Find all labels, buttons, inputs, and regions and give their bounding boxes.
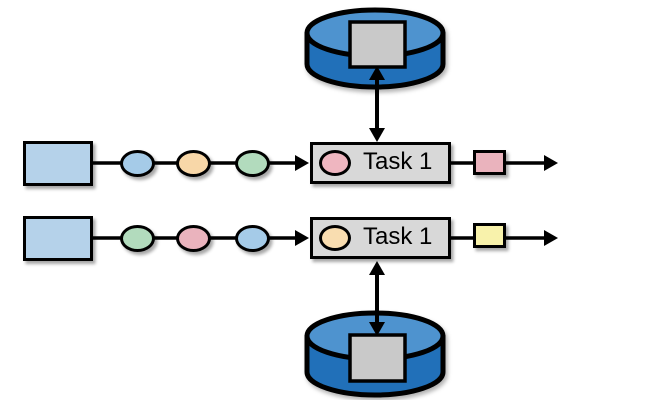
stream-element-2-row1 — [176, 150, 211, 177]
task-box-row1: Task 1 — [310, 142, 451, 184]
source-rectangle-row1 — [23, 141, 93, 186]
output-square-row2 — [473, 223, 506, 248]
source-rectangle-row2 — [23, 216, 93, 261]
arrowhead-output-row2 — [544, 230, 558, 246]
arrowhead-into-task1 — [295, 155, 309, 171]
stream-element-1-row2 — [120, 225, 155, 252]
task-label-row2: Task 1 — [363, 223, 433, 250]
state-block-top — [348, 20, 407, 69]
task-badge-ellipse-row1 — [319, 150, 351, 176]
arrowhead-down-bottom — [369, 322, 385, 336]
database-cylinder-bottom — [304, 310, 446, 398]
stream-element-1-row1 — [120, 150, 155, 177]
task-badge-ellipse-row2 — [319, 225, 351, 251]
stream-element-2-row2 — [176, 225, 211, 252]
output-square-row1 — [473, 150, 506, 175]
arrowhead-output-row1 — [544, 155, 558, 171]
stream-element-3-row1 — [235, 150, 270, 177]
bidirectional-arrow-bottom — [369, 261, 385, 336]
state-block-bottom — [348, 333, 407, 383]
arrowhead-into-task2 — [295, 230, 309, 246]
arrowhead-up-top — [369, 66, 385, 80]
arrowhead-down-top — [369, 128, 385, 142]
bidirectional-arrow-top — [369, 66, 385, 142]
task-box-row2: Task 1 — [310, 217, 451, 259]
arrowhead-up-bottom — [369, 261, 385, 275]
stream-element-3-row2 — [235, 225, 270, 252]
task-label-row1: Task 1 — [363, 148, 433, 175]
